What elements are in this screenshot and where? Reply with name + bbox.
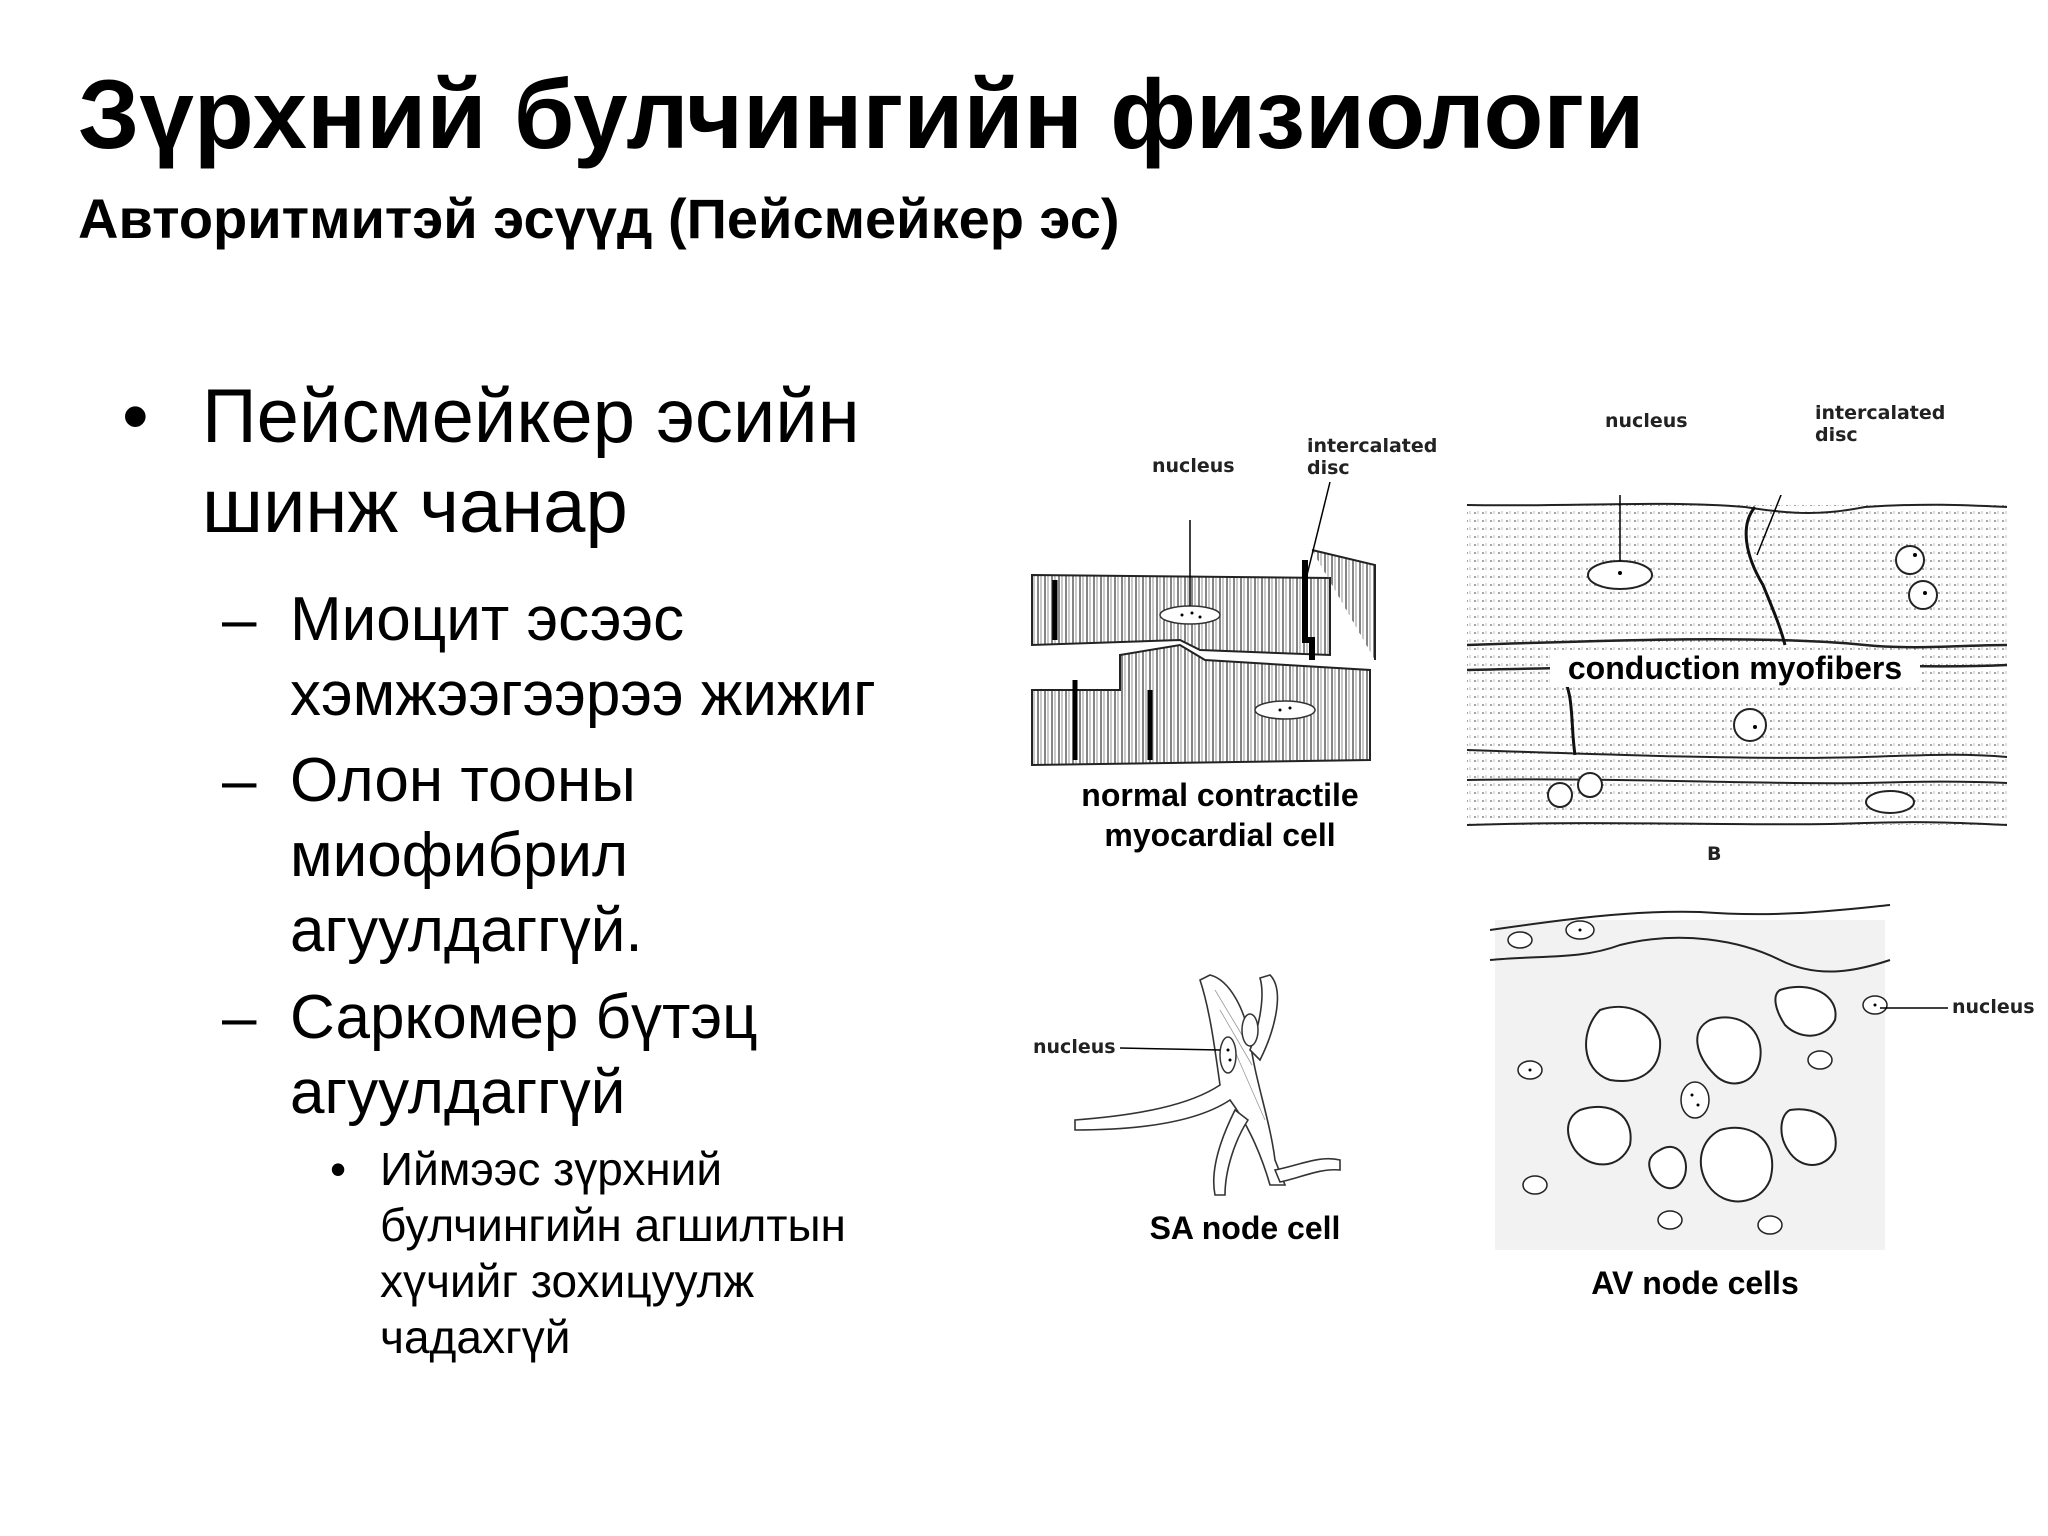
bullet-text: Пейсмейкер эсийн шинж чанар [202, 372, 1102, 552]
bullet-line: шинж чанар [202, 464, 628, 549]
sub-bullet-line: хэмжээгээрээ жижиг [290, 660, 876, 729]
sub-bullet-text: Саркомер бүтэц агуулдаггүй [290, 980, 990, 1130]
sub-bullet-line: Олон тооны [290, 746, 636, 815]
label-nucleus-b: nucleus [1605, 410, 1688, 432]
sub-sub-bullet-line: хүчийг зохицуулж [380, 1255, 755, 1307]
figure-contractile-cell-drawing [1031, 520, 1376, 767]
label-disc-line: disc [1307, 457, 1350, 479]
sub-bullet-line: агуулдаггүй. [290, 896, 643, 965]
caption-sa-node-cell: SA node cell [1149, 1210, 1341, 1246]
sub-bullet-text: Миоцит эсээс хэмжээгээрээ жижиг [290, 582, 990, 732]
sub-bullet-3: – Саркомер бүтэц агуулдаггүй [222, 980, 982, 1130]
sub-bullet-marker: – [222, 983, 257, 1052]
label-nucleus-d: nucleus [1952, 996, 2035, 1018]
leader-line-nucleus-d [1880, 1007, 1948, 1009]
leader-line-disc-a [1306, 481, 1331, 576]
sub-sub-bullet-text: Иймээс зүрхний булчингийн агшилтын хүчий… [380, 1141, 980, 1365]
caption-line: myocardial cell [1104, 817, 1336, 853]
label-nucleus-a: nucleus [1152, 455, 1235, 477]
sub-bullet-line: миофибрил [290, 821, 629, 890]
label-disc-a: intercalated disc [1307, 435, 1437, 479]
sub-bullet-marker: – [222, 746, 257, 815]
sub-bullet-line: агуулдаггүй [290, 1058, 626, 1127]
slide-subtitle: Авторитмитэй эсүүд (Пейсмейкер эс) [78, 187, 1120, 250]
label-disc-line: intercalated [1307, 435, 1438, 457]
figure-av-node-cells-drawing [1489, 904, 1891, 1250]
sub-bullet-marker: – [222, 585, 257, 654]
figure-sa-node-cell-drawing [1074, 974, 1341, 1196]
caption-conduction-myofibers: conduction myofibers [1550, 650, 1920, 687]
caption-line: normal contractile [1081, 777, 1359, 813]
sub-bullet-text: Олон тооны миофибрил агуулдаггүй. [290, 743, 990, 968]
sub-sub-bullet: • Иймээс зүрхний булчингийн агшилтын хүч… [330, 1141, 970, 1371]
bullet-line: Пейсмейкер эсийн [202, 374, 860, 459]
sub-bullet-1: – Миоцит эсээс хэмжээгээрээ жижиг [222, 582, 982, 732]
sub-sub-bullet-line: чадахгүй [380, 1311, 571, 1363]
label-disc-line: intercalated [1815, 402, 1946, 424]
panel-letter-b: B [1707, 843, 1722, 865]
slide-title: Зүрхний булчингийн физиологи [78, 59, 1645, 169]
caption-contractile-cell: normal contractile myocardial cell [1050, 775, 1390, 855]
sub-bullet-2: – Олон тооны миофибрил агуулдаггүй. [222, 743, 982, 968]
label-disc-b: intercalated disc [1815, 402, 1945, 446]
sub-bullet-line: Саркомер бүтэц [290, 983, 758, 1052]
bullet-marker: • [122, 374, 149, 459]
label-disc-line: disc [1815, 424, 1858, 446]
sub-bullet-line: Миоцит эсээс [290, 585, 685, 654]
sub-sub-bullet-line: Иймээс зүрхний [380, 1143, 723, 1195]
sub-sub-bullet-marker: • [330, 1143, 347, 1195]
bullet-level1: • Пейсмейкер эсийн шинж чанар [122, 372, 1072, 562]
caption-av-node-cells: AV node cells [1591, 1265, 1799, 1301]
label-nucleus-c: nucleus [1033, 1036, 1116, 1058]
sub-sub-bullet-line: булчингийн агшилтын [380, 1199, 846, 1251]
